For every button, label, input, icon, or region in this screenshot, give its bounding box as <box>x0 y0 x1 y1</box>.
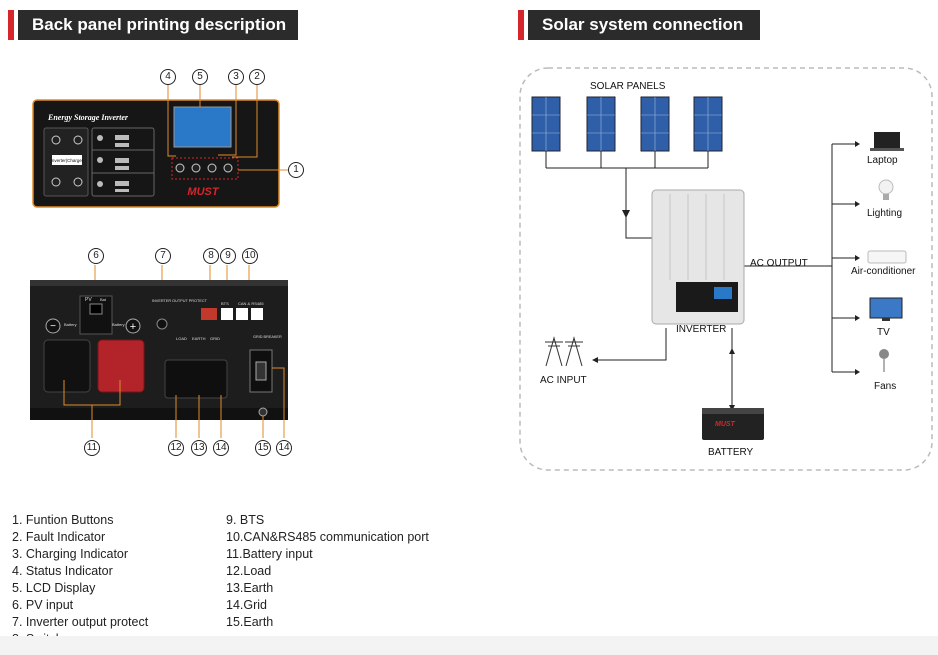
air-conditioner-icon <box>867 250 907 264</box>
legend-item: 12.Load <box>226 564 272 578</box>
back-panel-diagram: PV Bat − + Battery Battery INVERTER OUTP… <box>30 265 288 438</box>
inverter-output-protect-label: INVERTER OUTPUT PROTECT <box>152 299 208 303</box>
legend-item: 4. Status Indicator <box>12 564 113 578</box>
load-label: LOAD <box>176 336 187 341</box>
legend-item: 6. PV input <box>12 598 74 612</box>
grid-label: GRID <box>210 336 220 341</box>
front-panel-title: Energy Storage Inverter <box>47 113 129 122</box>
battery-neg-label: Battery <box>64 322 77 327</box>
load-fans-label: Fans <box>874 381 897 392</box>
legend-item: 9. BTS <box>226 513 265 527</box>
legend-item: 5. LCD Display <box>12 581 96 595</box>
callout-3: 3 <box>228 69 244 85</box>
solar-panels-label: SOLAR PANELS <box>590 81 666 92</box>
callout-2: 2 <box>249 69 265 85</box>
pv-label: PV <box>85 297 92 303</box>
breaker-label: GRID BREAKER <box>253 335 282 339</box>
legend-item: 2. Fault Indicator <box>12 530 106 544</box>
fan-icon <box>879 349 889 372</box>
battery-label: BATTERY <box>708 447 754 458</box>
earth-label: EARTH <box>192 336 206 341</box>
callout-14: 14 <box>213 440 229 456</box>
svg-text:−: − <box>50 321 56 332</box>
callout-14b: 14 <box>276 440 292 456</box>
legend-item: 1. Funtion Buttons <box>12 513 114 527</box>
footer-bar <box>0 636 938 655</box>
inverter-label: INVERTER <box>676 324 727 335</box>
load-tv-label: TV <box>877 327 890 338</box>
battery-brand: MUST <box>715 421 736 428</box>
pv-right-label: Bat <box>100 297 107 302</box>
battery-unit: MUST <box>702 408 764 440</box>
callout-6: 6 <box>88 248 104 264</box>
legend-item: 15.Earth <box>226 615 274 629</box>
bts-label: BTS <box>221 301 229 306</box>
section-header-solar-system: Solar system connection <box>518 10 760 40</box>
legend-item: 10.CAN&RS485 communication port <box>226 530 429 544</box>
tv-icon <box>869 297 903 321</box>
section-header-back-panel: Back panel printing description <box>8 10 298 40</box>
lighting-icon <box>878 179 894 200</box>
front-panel-diagram: Inverter|Charger Energy Storage Inverter… <box>32 84 288 208</box>
legend-item: 11.Battery input <box>226 547 313 561</box>
power-pylon-icon <box>545 336 583 367</box>
callout-15: 15 <box>255 440 271 456</box>
callout-5: 5 <box>192 69 208 85</box>
legend-left: 1. Funtion Buttons 2. Fault Indicator 3.… <box>12 512 148 648</box>
legend-item: 14.Grid <box>226 598 267 612</box>
callout-7: 7 <box>155 248 171 264</box>
can-rs485-label: CAN & RS485 <box>238 301 264 306</box>
ac-input-label: AC INPUT <box>540 375 587 386</box>
load-laptop-label: Laptop <box>867 155 898 166</box>
ac-output-label: AC OUTPUT <box>750 258 808 269</box>
solar-system-diagram: MUST <box>519 67 933 471</box>
solar-panel-icons <box>531 96 723 152</box>
callout-12: 12 <box>168 440 184 456</box>
callout-4: 4 <box>160 69 176 85</box>
laptop-icon <box>870 132 904 151</box>
callout-10: 10 <box>242 248 258 264</box>
svg-text:+: + <box>130 321 136 333</box>
legend-right: 9. BTS 10.CAN&RS485 communication port 1… <box>226 512 429 631</box>
battery-pos-label: Battery <box>112 322 125 327</box>
legend-item: 13.Earth <box>226 581 274 595</box>
callout-8: 8 <box>203 248 219 264</box>
load-air-conditioner-label: Air-conditioner <box>851 266 916 277</box>
load-lighting-label: Lighting <box>867 208 903 219</box>
callout-11: 11 <box>84 440 100 456</box>
callout-9: 9 <box>220 248 236 264</box>
callout-13: 13 <box>191 440 207 456</box>
inverter-unit <box>651 189 745 325</box>
front-panel-button-label: Inverter|Charger <box>51 158 84 163</box>
legend-item: 7. Inverter output protect <box>12 615 149 629</box>
legend-item: 3. Charging Indicator <box>12 547 129 561</box>
callout-1: 1 <box>288 162 304 178</box>
front-panel-brand: MUST <box>187 186 219 198</box>
